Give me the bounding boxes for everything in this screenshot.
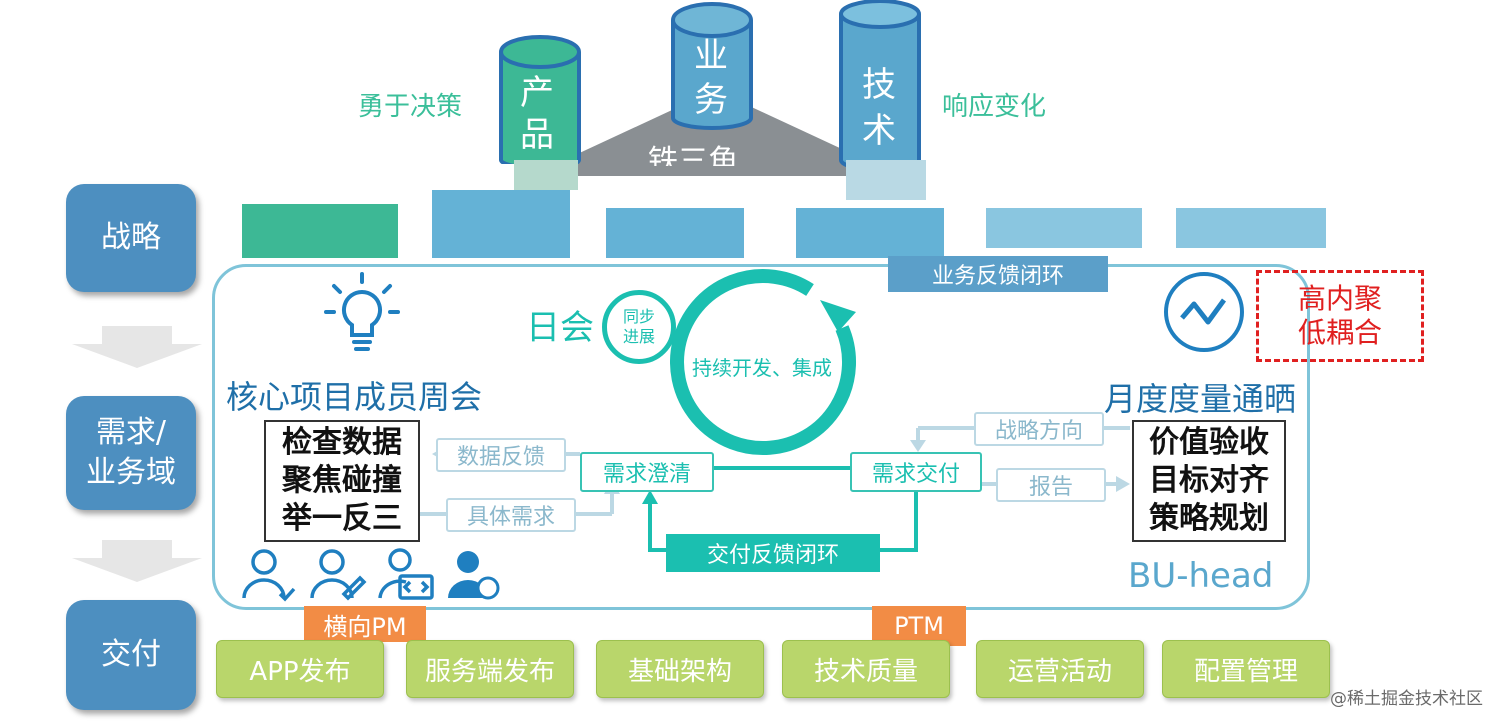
people-icons: [242, 548, 500, 602]
stage-requirement-label: 需求/ 业务域: [86, 415, 176, 490]
report-label: 报告: [1028, 475, 1073, 500]
data-feedback-label: 数据反馈: [456, 445, 545, 470]
tech-quality-item: 技术质量: [782, 640, 950, 698]
cylinder-tech: [839, 0, 921, 170]
req-delivery-box: 需求交付: [850, 452, 982, 492]
app-release-item: APP发布: [216, 640, 384, 698]
horizontal-pm-label: 横向PM: [323, 612, 407, 641]
delivery-loop-tag: 交付反馈闭环: [666, 534, 880, 572]
stage-delivery: 交付: [66, 600, 196, 710]
report-tag: 报告: [996, 468, 1106, 502]
cylinder-tech-label: 技 术: [862, 65, 896, 151]
horizontal-pm-tag: 横向PM: [304, 606, 426, 642]
pixelated-block: [514, 160, 578, 190]
bu-head-label: BU-head: [1128, 556, 1274, 596]
watermark: @稀土掘金技术社区: [1330, 689, 1483, 709]
infrastructure-item: 基础架构: [596, 640, 764, 698]
pixelated-block: [1176, 208, 1326, 248]
cylinder-business-label: 业 务: [694, 36, 728, 120]
tech-quality-label: 技术质量: [813, 656, 918, 687]
stage-requirement: 需求/ 业务域: [66, 396, 196, 510]
high-cohesion-box: 高内聚 低耦合: [1256, 270, 1424, 362]
stage-strategy-label: 战略: [101, 220, 161, 255]
stage-strategy: 战略: [66, 184, 196, 292]
operations-item: 运营活动: [976, 640, 1144, 698]
cylinder-product-label: 产 品: [520, 73, 554, 155]
check-label: 检查数据 聚焦碰撞 举一反三: [282, 425, 402, 536]
pixelated-block: [242, 204, 398, 258]
data-feedback-tag: 数据反馈: [436, 438, 566, 472]
monthly-title: 月度度量通晒: [1104, 380, 1297, 418]
server-release-label: 服务端发布: [424, 656, 555, 687]
pixelated-block: [796, 208, 944, 258]
arrow-down-icon: [72, 540, 202, 582]
value-box: 价值验收 目标对齐 策略规划: [1132, 420, 1286, 542]
ci-label: 持续开发、集成: [692, 356, 832, 380]
stage-delivery-label: 交付: [101, 637, 161, 672]
ptm-tag: PTM: [872, 606, 966, 646]
config-management-label: 配置管理: [1193, 656, 1298, 687]
weekly-meeting-title: 核心项目成员周会: [226, 378, 483, 416]
arrow-down-icon: [72, 326, 202, 368]
req-delivery-label: 需求交付: [871, 462, 960, 487]
pixelated-block: [986, 208, 1142, 248]
business-loop-label: 业务反馈闭环: [931, 264, 1064, 289]
triangle-label: 铁三角: [648, 144, 738, 166]
pixelated-block: [606, 208, 744, 258]
pixelated-block: [846, 160, 926, 200]
sync-circle: 同步 进展: [602, 290, 676, 364]
specific-req-tag: 具体需求: [446, 498, 576, 532]
req-clarify-label: 需求澄清: [602, 462, 691, 487]
business-loop-tag: 业务反馈闭环: [888, 256, 1108, 292]
strategy-direction-label: 战略方向: [994, 419, 1083, 444]
infrastructure-label: 基础架构: [627, 656, 732, 687]
daily-title: 日会: [526, 308, 594, 348]
config-management-item: 配置管理: [1162, 640, 1330, 698]
check-box: 检查数据 聚焦碰撞 举一反三: [264, 420, 420, 542]
right-slogan: 响应变化: [942, 92, 1047, 122]
app-release-label: APP发布: [249, 656, 351, 687]
specific-req-label: 具体需求: [466, 505, 555, 530]
server-release-item: 服务端发布: [406, 640, 574, 698]
cylinder-business: [671, 2, 753, 130]
high-cohesion-label: 高内聚 低耦合: [1297, 282, 1382, 349]
ci-cycle-icon: [670, 269, 856, 456]
ptm-label: PTM: [894, 612, 944, 640]
sync-label: 同步 进展: [622, 307, 655, 346]
delivery-loop-label: 交付反馈闭环: [706, 543, 839, 568]
strategy-direction-tag: 战略方向: [974, 412, 1104, 446]
pixelated-block: [432, 190, 570, 258]
value-label: 价值验收 目标对齐 策略规划: [1149, 425, 1269, 536]
iron-triangle: [530, 90, 900, 176]
req-clarify-box: 需求澄清: [580, 452, 714, 492]
operations-label: 运营活动: [1007, 656, 1112, 687]
trend-icon: [1164, 272, 1244, 352]
core-container: [212, 264, 1310, 610]
lightbulb-icon: [324, 272, 400, 351]
left-slogan: 勇于决策: [358, 92, 463, 122]
